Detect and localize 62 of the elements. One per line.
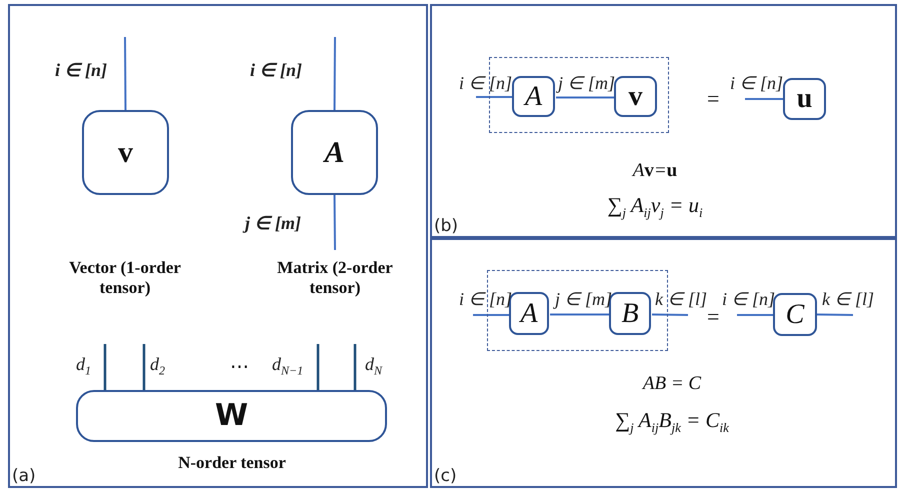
tensor-symbol: B	[621, 300, 639, 328]
index-label: d$_{N−1}$	[272, 355, 304, 377]
index-leg	[476, 96, 513, 98]
index-label: k ∈ [l]	[822, 290, 874, 308]
index-leg	[652, 314, 688, 316]
index-label: i ∈ [n]	[730, 74, 784, 92]
panel-frame	[430, 238, 897, 488]
ellipsis: ⋯	[230, 356, 249, 379]
equation: AB = C	[642, 373, 702, 395]
index-leg	[354, 344, 356, 390]
tensor-box	[773, 293, 817, 336]
index-label: d$_{2}$	[150, 355, 165, 377]
tensor-box	[783, 78, 826, 120]
tensor-symbol: C	[786, 300, 804, 328]
equation: Av=u	[632, 160, 678, 182]
equals-sign: =	[707, 86, 720, 112]
index-label: i ∈ [n]	[250, 61, 302, 79]
index-leg	[124, 37, 126, 110]
index-label: d$_{1}$	[76, 355, 91, 377]
index-leg	[550, 314, 610, 316]
index-label: j ∈ [m]	[558, 74, 616, 92]
panel-frame	[8, 4, 428, 488]
panel-frame	[430, 4, 897, 238]
index-leg	[334, 37, 336, 110]
panel-tag: (b)	[434, 216, 458, 236]
index-leg	[104, 344, 106, 390]
index-leg	[737, 314, 773, 316]
tensor-caption: Vector (1-order tensor)	[68, 258, 182, 298]
tensor-box	[76, 390, 387, 442]
tensor-caption: N-order tensor	[177, 453, 287, 473]
index-leg	[142, 344, 146, 390]
index-label: d$_{N}$	[365, 355, 382, 377]
panel-tag: (c)	[434, 466, 457, 486]
tensor-box	[614, 76, 657, 117]
index-label: i ∈ [n]	[722, 290, 776, 308]
summation-formula: ∑$_{j}$ A$_{ij}$B$_{jk}$ = C$_{ik}$	[615, 408, 729, 436]
index-label: i ∈ [n]	[459, 74, 512, 92]
panel-tag: (a)	[12, 466, 36, 486]
dashed-group-frame	[489, 57, 669, 133]
summation-formula: ∑$_{j}$ A$_{ij}$v$_{j}$ = u$_{i}$	[607, 193, 703, 222]
index-leg	[334, 194, 336, 250]
dashed-group-frame	[487, 270, 668, 351]
index-label: j ∈ [m]	[245, 214, 301, 232]
tensor-symbol: u	[796, 85, 812, 113]
index-leg	[745, 98, 783, 100]
tensor-box	[291, 110, 378, 195]
tensor-box	[512, 76, 555, 117]
tensor-symbol: v	[118, 138, 133, 168]
index-leg	[316, 344, 320, 390]
tensor-symbol: A	[524, 82, 542, 110]
tensor-symbol: W	[214, 401, 248, 431]
tensor-box	[82, 110, 169, 195]
equals-sign: =	[707, 304, 720, 330]
index-leg	[816, 314, 854, 316]
tensor-symbol: A	[520, 300, 538, 328]
tensor-caption: Matrix (2-order tensor)	[276, 258, 394, 298]
index-leg	[473, 314, 510, 316]
tensor-symbol: v	[628, 82, 642, 110]
tensor-symbol: A	[324, 138, 344, 168]
index-label: k ∈ [l]	[655, 290, 707, 308]
index-label: i ∈ [n]	[55, 61, 107, 79]
index-leg	[556, 96, 615, 98]
